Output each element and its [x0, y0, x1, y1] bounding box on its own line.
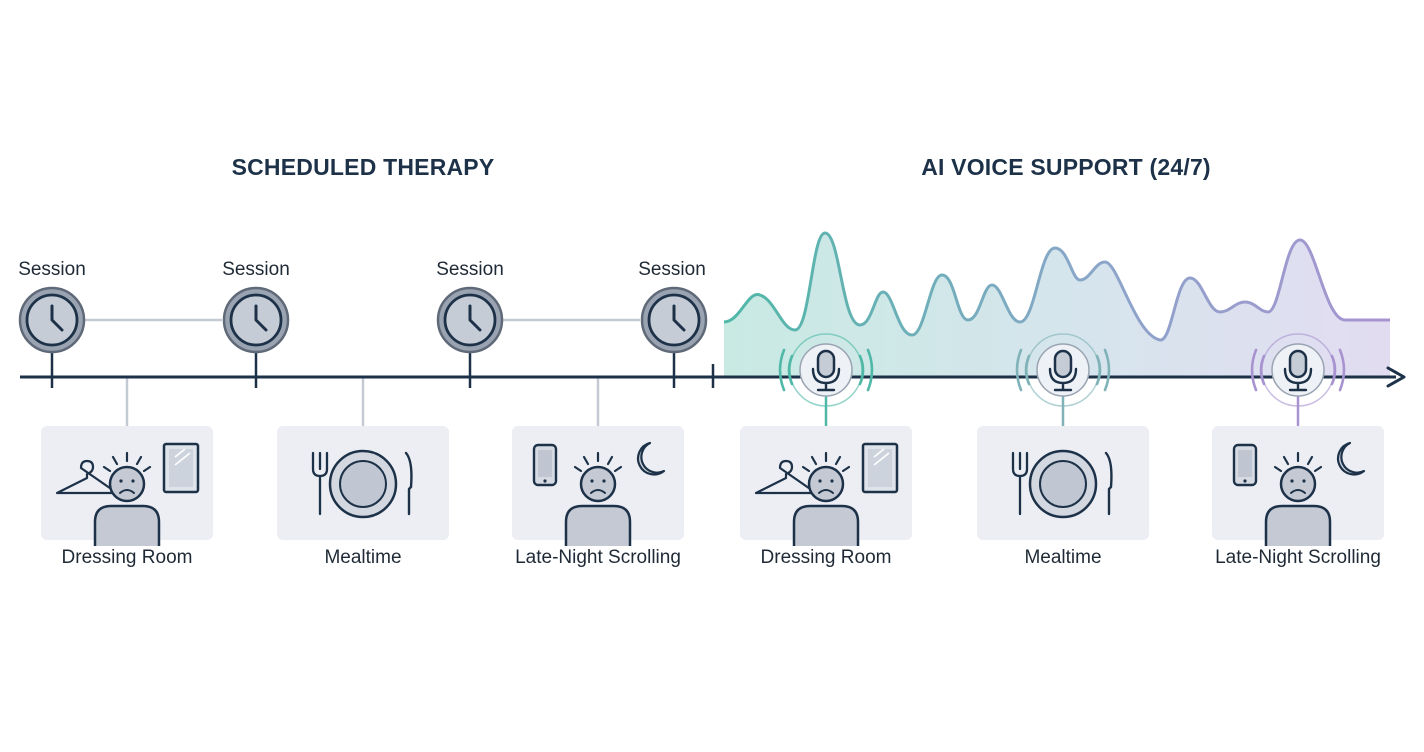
scene-label: Mealtime [324, 547, 402, 568]
timeline-arrow-icon [1386, 366, 1406, 388]
clock-icon [640, 286, 708, 364]
session-label: Session [222, 259, 290, 280]
scene-label: Dressing Room [61, 547, 193, 568]
clock-icon [18, 286, 86, 364]
support-waveform-fill [724, 233, 1390, 376]
mealtime-scene-icon [975, 424, 1151, 542]
scheduled-therapy-heading: SCHEDULED THERAPY [231, 154, 495, 180]
microphone-icon [1015, 333, 1111, 407]
session-label: Session [638, 259, 706, 280]
mealtime-scene-icon [275, 424, 451, 542]
dressing-room-scene-icon [740, 426, 912, 546]
late-night-scrolling-scene-icon [512, 426, 684, 546]
scene-label: Late-Night Scrolling [515, 547, 681, 568]
scene-label: Dressing Room [760, 547, 892, 568]
scene-label: Late-Night Scrolling [1215, 547, 1381, 568]
microphone-icon [1250, 333, 1346, 407]
support-waveform-line [723, 231, 1390, 342]
scene-label: Mealtime [1024, 547, 1102, 568]
microphone-icon [778, 333, 874, 407]
clock-icon [436, 286, 504, 364]
ai-voice-support-heading: AI VOICE SUPPORT (24/7) [921, 154, 1211, 180]
dressing-room-scene-icon [41, 426, 213, 546]
timeline-ticks [50, 364, 715, 388]
clock-icon [222, 286, 290, 364]
session-label: Session [18, 259, 86, 280]
late-night-scrolling-scene-icon [1212, 426, 1384, 546]
session-label: Session [436, 259, 504, 280]
